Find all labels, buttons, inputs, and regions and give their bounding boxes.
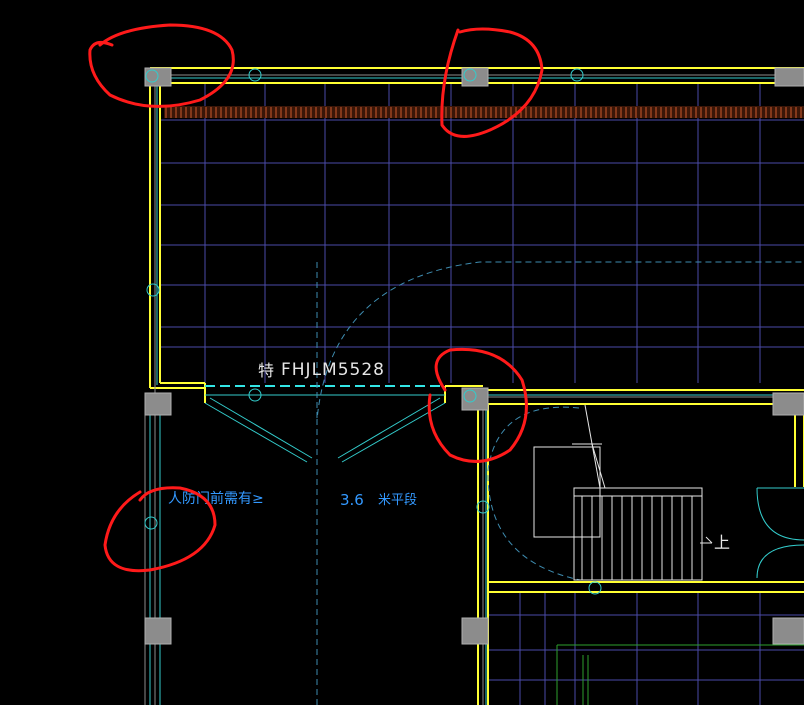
stair-up-label: 上: [714, 533, 730, 552]
axis-markers: [144, 68, 602, 595]
annotation-mid-value: 3.6: [340, 491, 364, 509]
column: [774, 67, 804, 87]
hatch-band: [164, 106, 804, 118]
axis-marker: [248, 68, 262, 82]
axis-marker: [145, 69, 159, 83]
axis-marker: [463, 68, 477, 82]
red-markup-circles: [88, 23, 544, 573]
stair: [533, 404, 713, 581]
dashed-swing: [316, 261, 804, 705]
axis-marker: [476, 500, 490, 514]
column: [461, 617, 489, 645]
column: [144, 392, 172, 416]
axis-marker: [588, 581, 602, 595]
side-door: [756, 487, 804, 579]
markup-circle-top-mid: [440, 27, 544, 138]
markup-circle-top-left: [88, 23, 235, 108]
markup-circle-bottom-left: [103, 486, 217, 573]
column: [772, 392, 804, 416]
column: [772, 617, 804, 645]
axis-marker: [146, 283, 160, 297]
axis-marker: [463, 389, 477, 403]
axis-marker: [144, 516, 158, 530]
door-mark: 特: [258, 361, 274, 380]
axis-marker: [570, 68, 584, 82]
annotation-left: 人防门前需有≥: [168, 490, 264, 507]
columns: [144, 67, 804, 645]
door-label: FHJLM5528: [281, 360, 385, 380]
grid-lines: [144, 83, 804, 705]
markup-circle-door: [427, 347, 528, 463]
blast-door-leaves: [204, 397, 446, 463]
axis-marker: [248, 388, 262, 402]
column: [144, 617, 172, 645]
wall-axis-lines: [144, 74, 804, 705]
annotation-mid-suffix: 米平段: [378, 493, 417, 508]
column: [461, 67, 489, 87]
lower-room-lines: [556, 644, 804, 705]
